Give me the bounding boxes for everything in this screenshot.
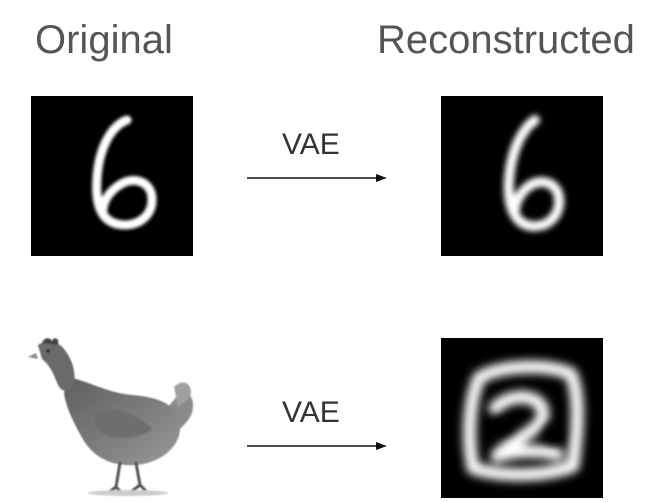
vae-arrow-row2: VAE [246, 396, 388, 466]
reconstructed-digit-six-image [441, 96, 603, 256]
original-digit-six-image [31, 96, 193, 256]
reconstructed-blurry-digit-image [441, 338, 603, 498]
original-heading: Original [35, 18, 173, 62]
right-arrow-icon [247, 174, 387, 182]
original-chicken-image [28, 337, 198, 497]
vae-arrow-row1: VAE [246, 128, 388, 198]
vae-label: VAE [282, 128, 340, 161]
reconstructed-heading: Reconstructed [377, 18, 635, 62]
vae-label: VAE [282, 396, 340, 429]
right-arrow-icon [247, 442, 387, 450]
